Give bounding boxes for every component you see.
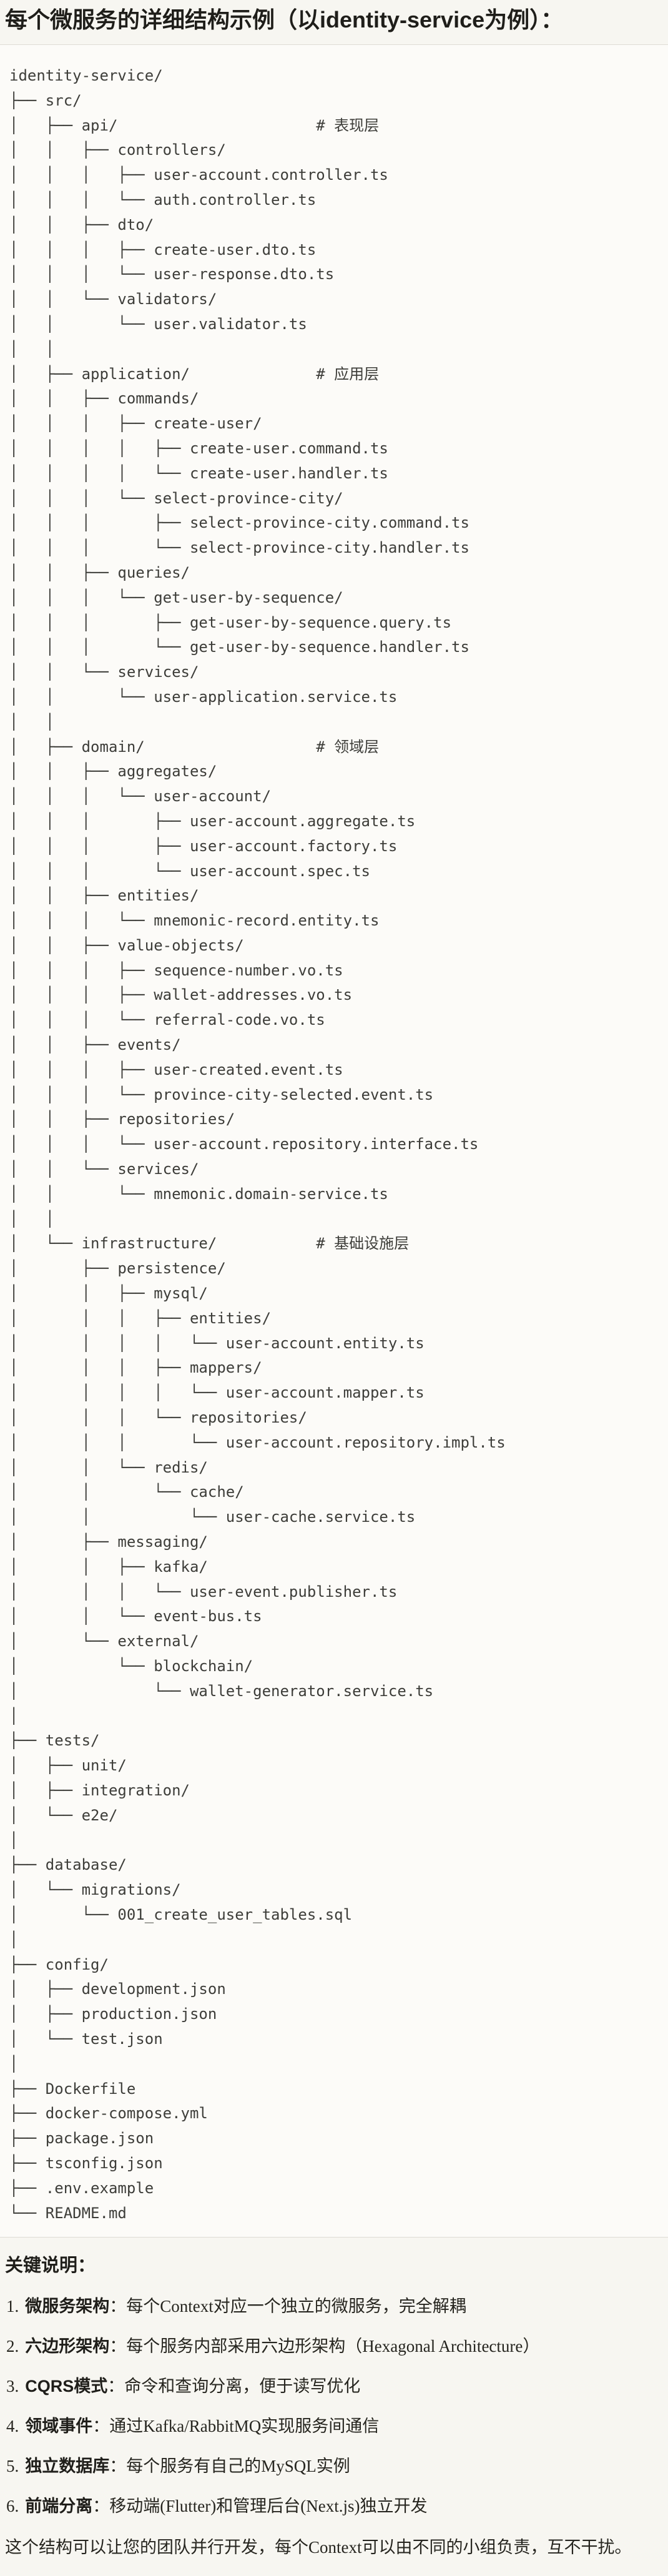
list-item-text: ：命令和查询分离，便于读写优化	[107, 2377, 361, 2396]
list-item: 1. 微服务架构：每个Context对应一个独立的微服务，完全解耦	[5, 2294, 662, 2319]
file-tree: identity-service/ ├── src/ │ ├── api/ # …	[9, 67, 506, 2222]
list-item: 3. CQRS模式：命令和查询分离，便于读写优化	[5, 2374, 662, 2399]
list-item: 4. 领域事件：通过Kafka/RabbitMQ实现服务间通信	[5, 2414, 662, 2439]
list-item-text: ：每个Context对应一个独立的微服务，完全解耦	[109, 2297, 466, 2316]
page-title: 每个微服务的详细结构示例（以identity-service为例）：	[5, 7, 564, 32]
list-item-text: ：通过Kafka/RabbitMQ实现服务间通信	[92, 2417, 380, 2436]
list-item-term: 前端分离	[25, 2497, 93, 2516]
list-item: 6. 前端分离：移动端(Flutter)和管理后台(Next.js)独立开发	[5, 2494, 662, 2519]
code-block: identity-service/ ├── src/ │ ├── api/ # …	[0, 44, 668, 2238]
list-item-text: ：每个服务有自己的MySQL实例	[109, 2457, 350, 2476]
list-item: 2. 六边形架构：每个服务内部采用六边形架构（Hexagonal Architec…	[5, 2334, 662, 2359]
list-item-number: 6.	[6, 2497, 19, 2516]
list-item-number: 1.	[6, 2297, 19, 2316]
list-item-term: 六边形架构	[25, 2337, 110, 2356]
list-item-term: 独立数据库	[25, 2457, 110, 2476]
key-notes-section: 关键说明： 1. 微服务架构：每个Context对应一个独立的微服务，完全解耦 2…	[0, 2238, 668, 2560]
list-item-term: CQRS模式	[25, 2377, 108, 2396]
list-item-text: ：每个服务内部采用六边形架构（Hexagonal Architecture）	[109, 2337, 540, 2356]
notes-list: 1. 微服务架构：每个Context对应一个独立的微服务，完全解耦 2. 六边形架构…	[5, 2294, 662, 2519]
list-item-term: 领域事件	[25, 2417, 93, 2436]
list-item-term: 微服务架构	[25, 2297, 110, 2316]
list-item: 5. 独立数据库：每个服务有自己的MySQL实例	[5, 2454, 662, 2479]
list-item-number: 2.	[6, 2337, 19, 2356]
list-item-number: 4.	[6, 2417, 19, 2436]
list-item-number: 5.	[6, 2457, 19, 2476]
list-item-text: ：移动端(Flutter)和管理后台(Next.js)独立开发	[92, 2497, 428, 2516]
closing-paragraph: 这个结构可以让您的团队并行开发，每个Context可以由不同的小组负责，互不干扰…	[5, 2538, 632, 2557]
notes-title: 关键说明：	[5, 2256, 96, 2276]
list-item-number: 3.	[6, 2377, 19, 2396]
document-page: 每个微服务的详细结构示例（以identity-service为例）： ident…	[0, 5, 668, 2576]
